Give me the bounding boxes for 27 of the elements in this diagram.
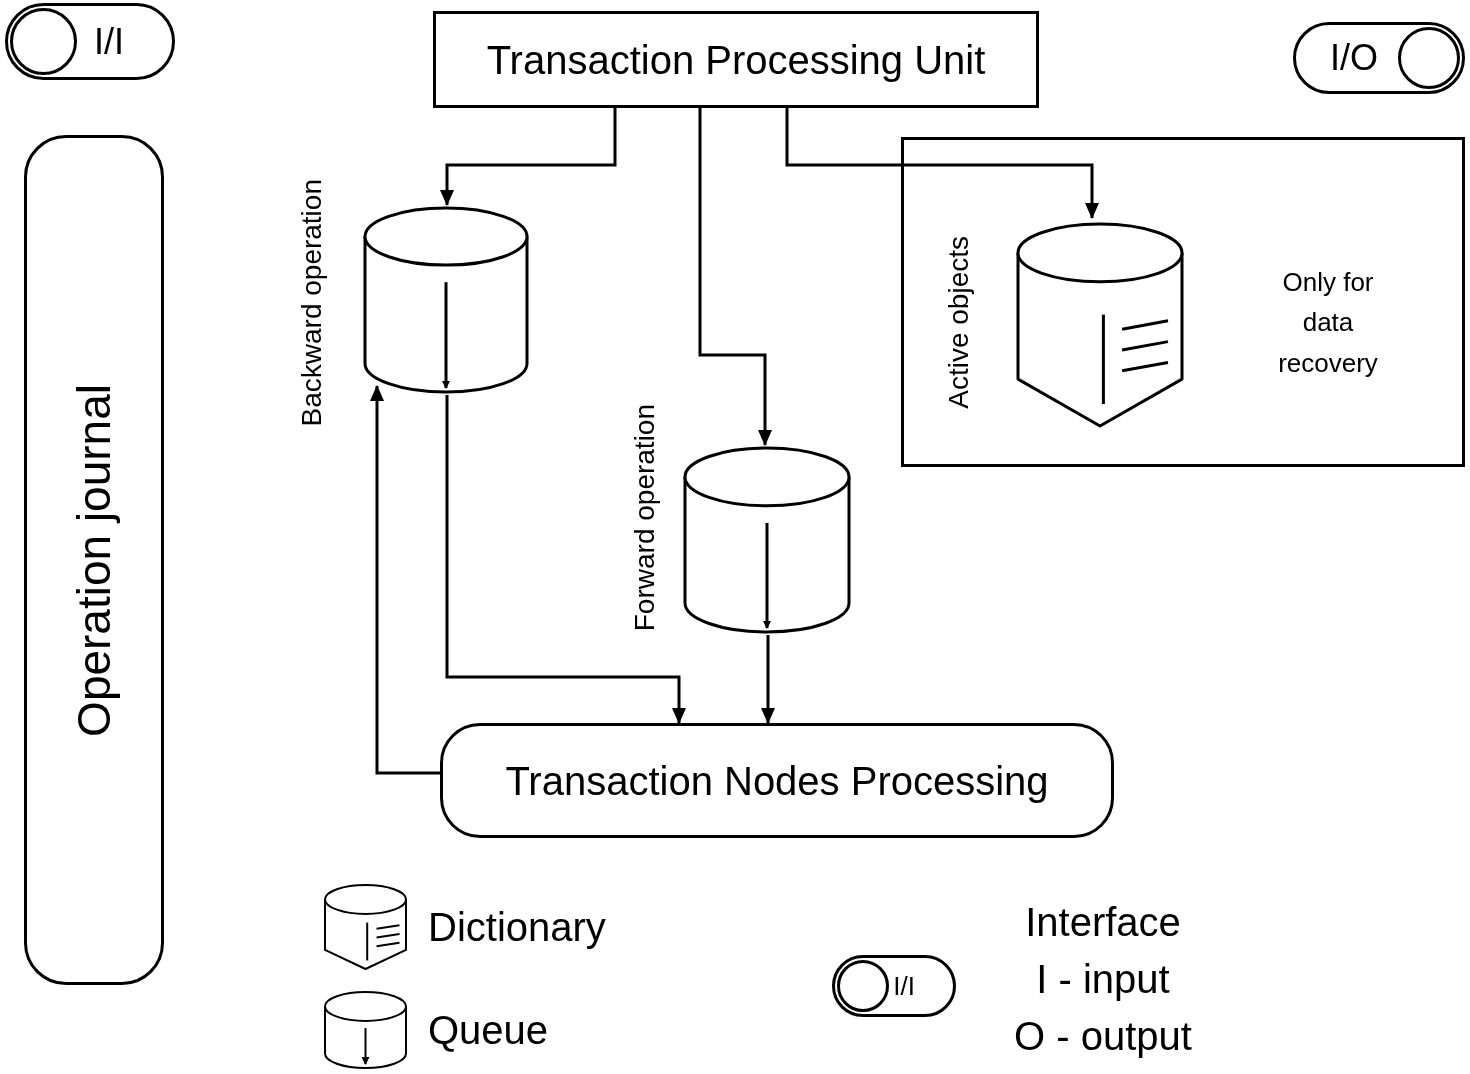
interface-label: I/I <box>893 973 915 999</box>
process-box <box>433 11 1039 108</box>
legend-text: Queue <box>428 1007 549 1053</box>
vertical-label: Backward operation <box>298 178 326 427</box>
legend-text: O - output <box>1013 1014 1193 1059</box>
vertical-label: Active objects <box>945 236 973 409</box>
journal-panel <box>24 135 164 985</box>
legend-text: Interface <box>1024 900 1182 945</box>
arrow <box>440 108 617 206</box>
arrow <box>698 108 772 446</box>
note-text: Only for data recovery <box>1277 266 1379 380</box>
legend-text: Dictionary <box>428 904 606 950</box>
node-label: Transaction Nodes Processing <box>505 757 1049 805</box>
arrow <box>445 395 686 724</box>
queue-cylinder <box>362 205 530 395</box>
legend-text: I - input <box>1035 957 1171 1002</box>
interface-label: I/O <box>1330 40 1378 76</box>
arrow <box>370 385 440 775</box>
node-label: Transaction Processing Unit <box>486 36 986 84</box>
interface-label: I/I <box>94 23 124 60</box>
process-box <box>440 723 1114 838</box>
queue-cylinder <box>682 445 852 635</box>
dictionary-cylinder <box>1015 221 1185 429</box>
arrow <box>761 635 775 724</box>
group-frame <box>901 137 1465 467</box>
vertical-label: Forward operation <box>631 403 659 632</box>
arrow <box>785 108 1099 219</box>
